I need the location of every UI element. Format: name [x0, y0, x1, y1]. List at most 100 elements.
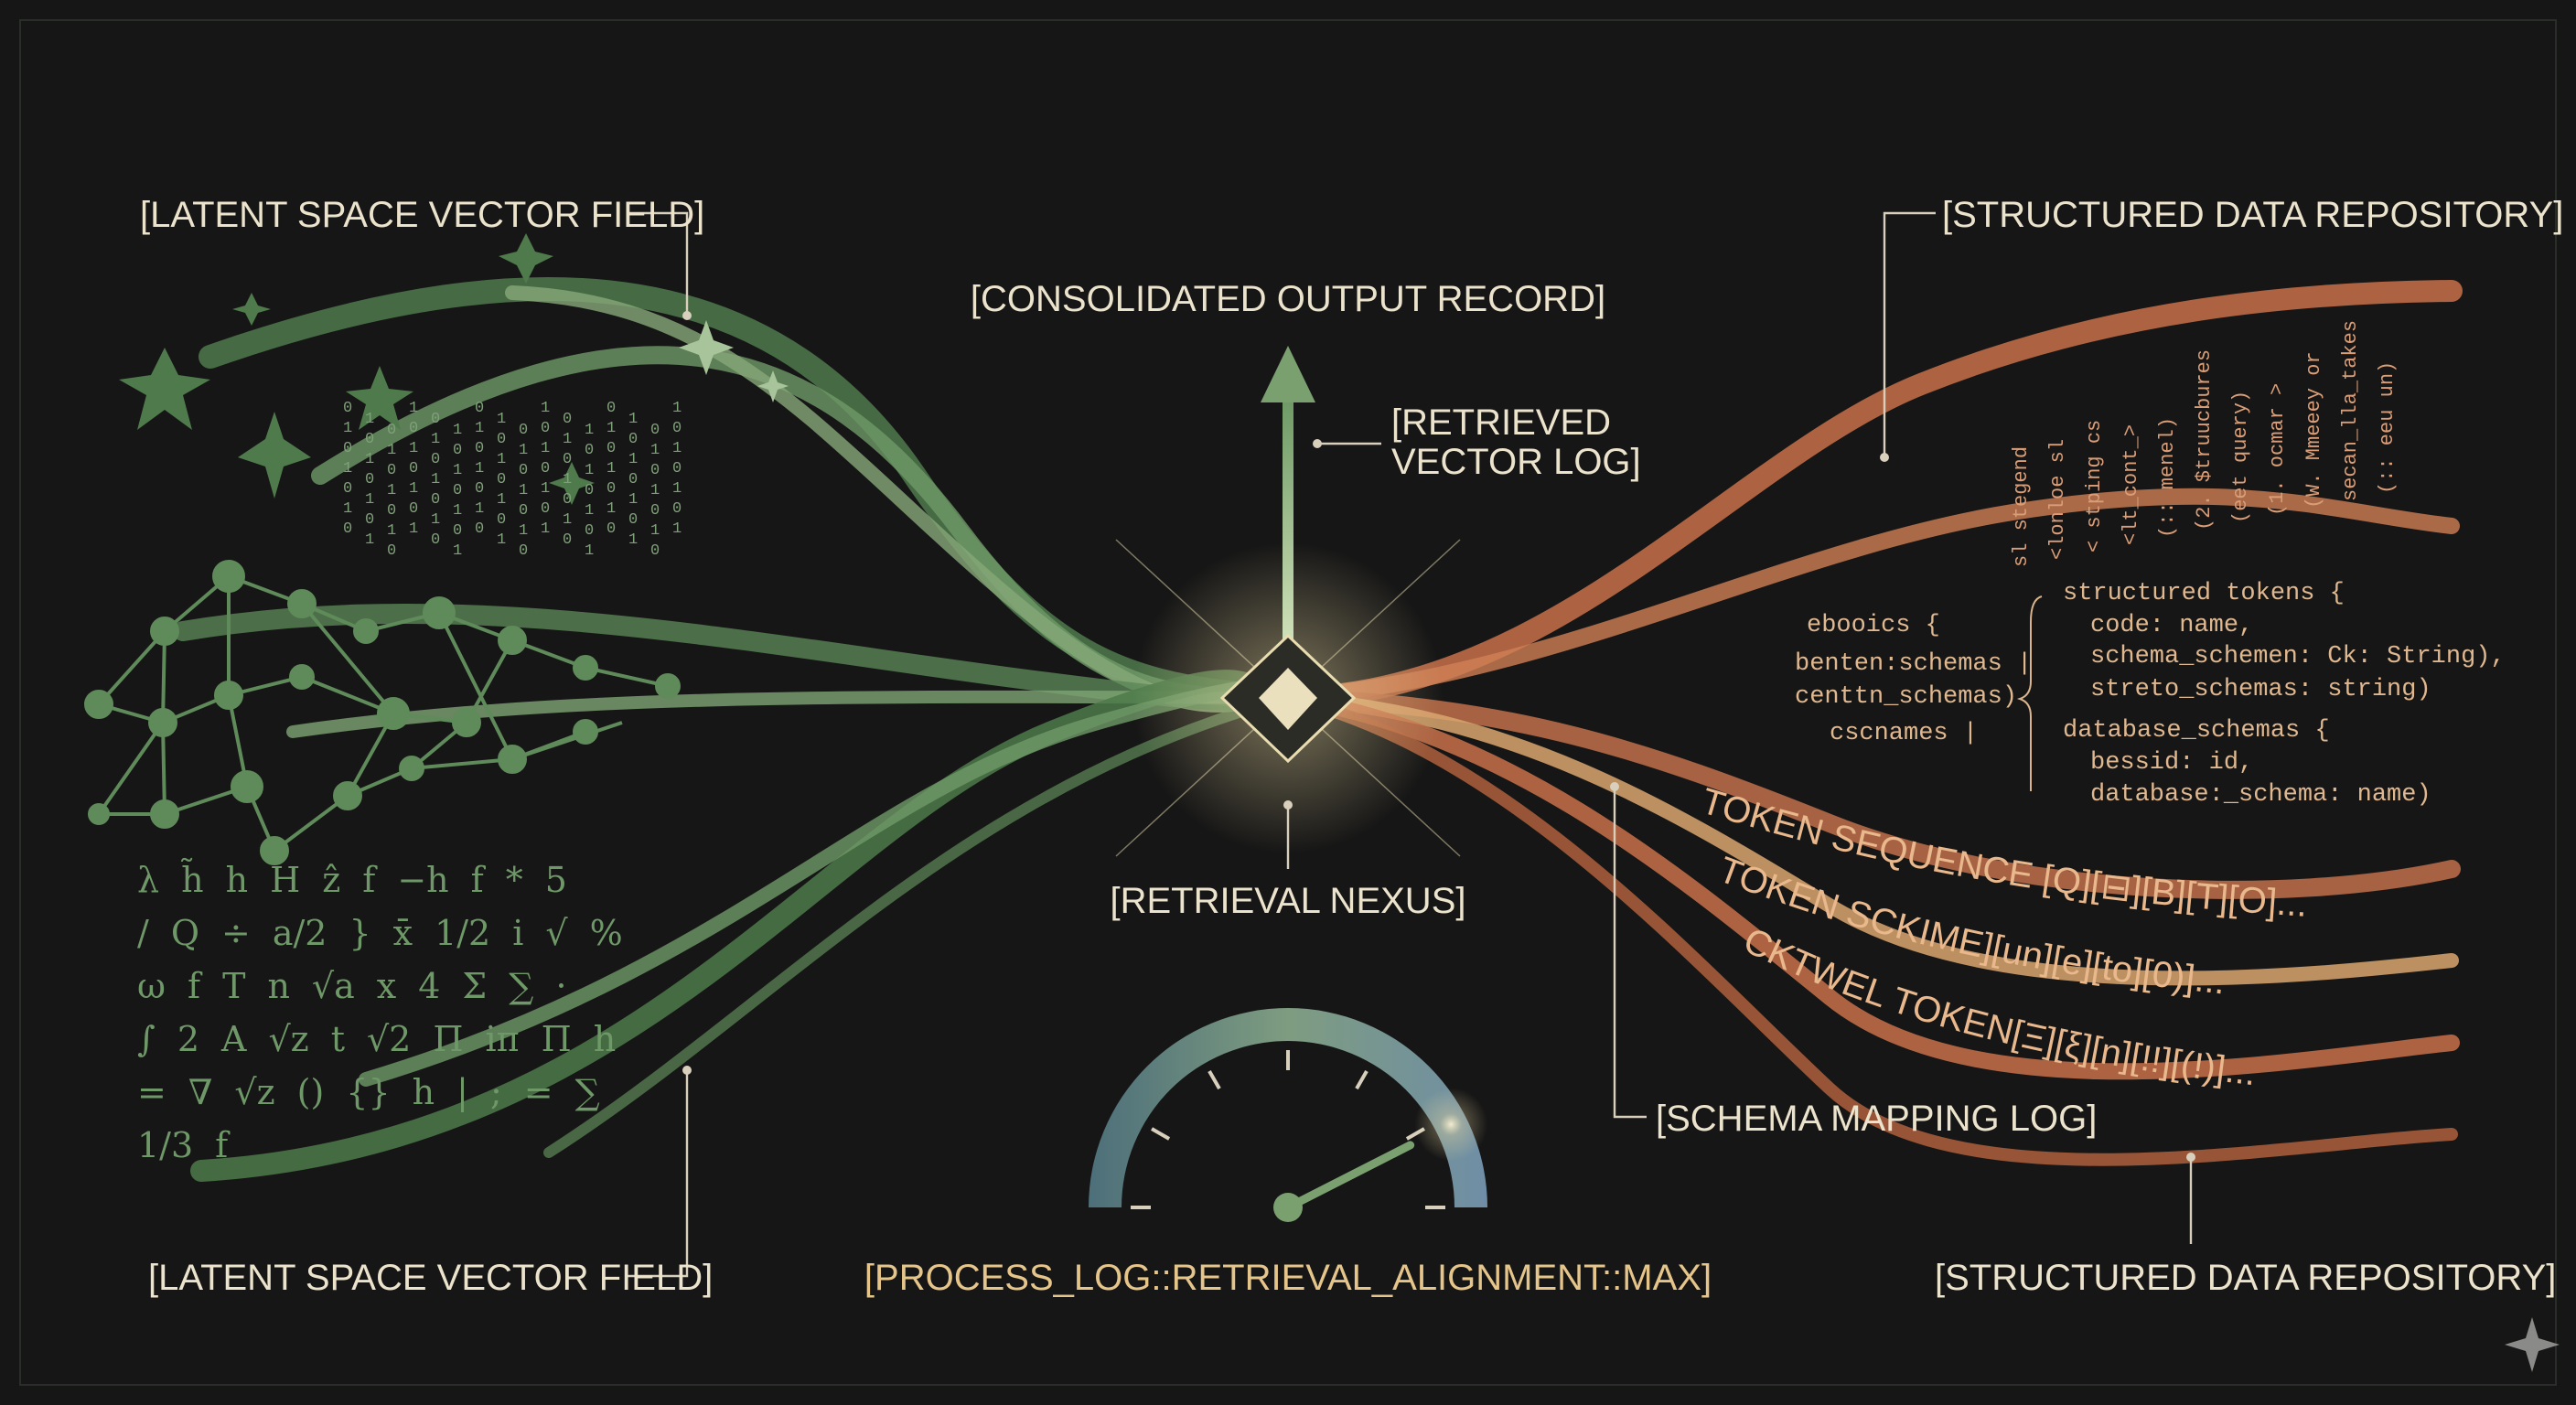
gauge-arc: [1089, 1008, 1487, 1207]
math-symbol: x̄: [393, 913, 413, 953]
retrieval-nexus: [1115, 346, 1461, 857]
binary-digit: 1: [431, 511, 440, 529]
binary-digit: 1: [365, 451, 374, 468]
binary-digit: 0: [453, 482, 462, 499]
math-symbol: −h: [397, 860, 448, 900]
binary-digit: 0: [343, 480, 352, 498]
label-latent-space-top: [LATENT SPACE VECTOR FIELD]: [140, 195, 704, 235]
gauge-hub: [1273, 1193, 1303, 1222]
vertical-code-text: (:: menel): [2156, 417, 2179, 538]
math-symbol: h: [594, 1019, 616, 1059]
binary-digit: 0: [475, 400, 484, 417]
math-symbol: 1/2: [435, 913, 490, 953]
graph-node: [88, 803, 110, 825]
binary-digit: 1: [672, 480, 682, 498]
binary-digit: 0: [541, 420, 550, 437]
binary-digit: 1: [563, 431, 572, 448]
math-symbol: %: [590, 913, 623, 953]
binary-digit: 0: [431, 411, 440, 428]
binary-digit: 0: [475, 480, 484, 498]
star-icon: [757, 370, 789, 402]
math-symbol: *: [506, 860, 523, 900]
binary-digit: 1: [409, 440, 418, 457]
vertical-code-text: < stping cs: [2083, 420, 2106, 552]
binary-digit: 0: [431, 451, 440, 468]
math-symbol: t: [331, 1019, 345, 1059]
math-symbol: /: [137, 913, 149, 953]
binary-digit: 1: [453, 422, 462, 439]
binary-digit: 1: [628, 491, 638, 509]
gauge-needle: [1283, 1141, 1415, 1212]
binary-digit: 0: [628, 471, 638, 488]
binary-digit: 1: [519, 482, 528, 499]
binary-digit: 0: [343, 520, 352, 538]
binary-digit: 0: [453, 522, 462, 540]
math-symbol: Q: [171, 913, 199, 953]
binary-digit: 1: [563, 471, 572, 488]
math-symbol: ÷: [221, 913, 251, 953]
star-icon: [238, 412, 311, 499]
binary-digit: 0: [387, 542, 396, 560]
code-block: structured tokens { code: name, schema_s…: [2063, 580, 2506, 809]
math-symbol: √z: [268, 1019, 308, 1059]
binary-digit: 1: [650, 522, 660, 540]
vertical-code-text: <lonloe sl: [2046, 439, 2069, 560]
math-symbol: }: [349, 913, 370, 953]
binary-digit: 0: [563, 491, 572, 509]
binary-digit: 1: [541, 480, 550, 498]
sparkle-icon: [2505, 1317, 2560, 1372]
network-graph: [84, 560, 681, 865]
label-schema-mapping-log: [SCHEMA MAPPING LOG]: [1656, 1099, 2097, 1139]
math-symbol: f: [215, 1125, 231, 1165]
vertical-code-text: (2. $truucbures: [2193, 349, 2216, 531]
binary-digit: 0: [497, 471, 506, 488]
binary-digit: 1: [541, 520, 550, 538]
binary-digit: 0: [519, 422, 528, 439]
binary-digit: 1: [453, 462, 462, 479]
binary-digit: 0: [387, 422, 396, 439]
math-symbol: 1/3: [137, 1125, 193, 1165]
frame-border: [19, 19, 2557, 1386]
binary-digit: 1: [519, 442, 528, 459]
orange-data-strands: [1277, 280, 2463, 1166]
binary-digit: 1: [585, 462, 594, 479]
binary-digit: 0: [453, 442, 462, 459]
binary-digit: 0: [519, 502, 528, 520]
graph-node: [333, 781, 362, 810]
up-arrow-icon: [1261, 346, 1315, 402]
code-line: ebooics {: [1807, 612, 1940, 639]
star-icon: [549, 462, 595, 505]
binary-digit: 1: [365, 491, 374, 509]
graph-node: [214, 681, 243, 710]
binary-digit: 1: [343, 420, 352, 437]
math-symbol: f: [362, 860, 378, 900]
binary-digit: 1: [628, 451, 638, 468]
vertical-code-text: (:: eeu un): [2376, 361, 2399, 494]
math-symbol: (): [297, 1072, 325, 1112]
graph-node: [148, 708, 177, 737]
star-icon: [499, 233, 553, 284]
vertical-code-text: (W. Mmeeey or: [2302, 351, 2325, 509]
binary-digit: 1: [409, 480, 418, 498]
math-symbol: Π: [542, 1019, 572, 1059]
math-symbol: A: [220, 1019, 247, 1059]
graph-node: [212, 560, 245, 593]
binary-digit: 0: [650, 422, 660, 439]
math-symbol: a/2: [273, 913, 327, 953]
label-latent-space-bottom: [LATENT SPACE VECTOR FIELD]: [148, 1258, 713, 1298]
math-symbol: √: [545, 913, 568, 953]
graph-node: [399, 756, 424, 781]
graph-node: [260, 836, 289, 865]
binary-digit: 1: [409, 520, 418, 538]
math-symbol: h̃: [181, 859, 204, 900]
binary-digit: 0: [650, 502, 660, 520]
binary-digit: 1: [497, 411, 506, 428]
binary-digit: 1: [606, 460, 616, 477]
code-line: structured tokens {: [2063, 580, 2345, 607]
star-icon: [679, 320, 734, 375]
binary-digit: 0: [563, 531, 572, 549]
binary-digit: 1: [453, 502, 462, 520]
binary-digit: 0: [431, 491, 440, 509]
output-arrow-shaft: [1283, 402, 1293, 640]
